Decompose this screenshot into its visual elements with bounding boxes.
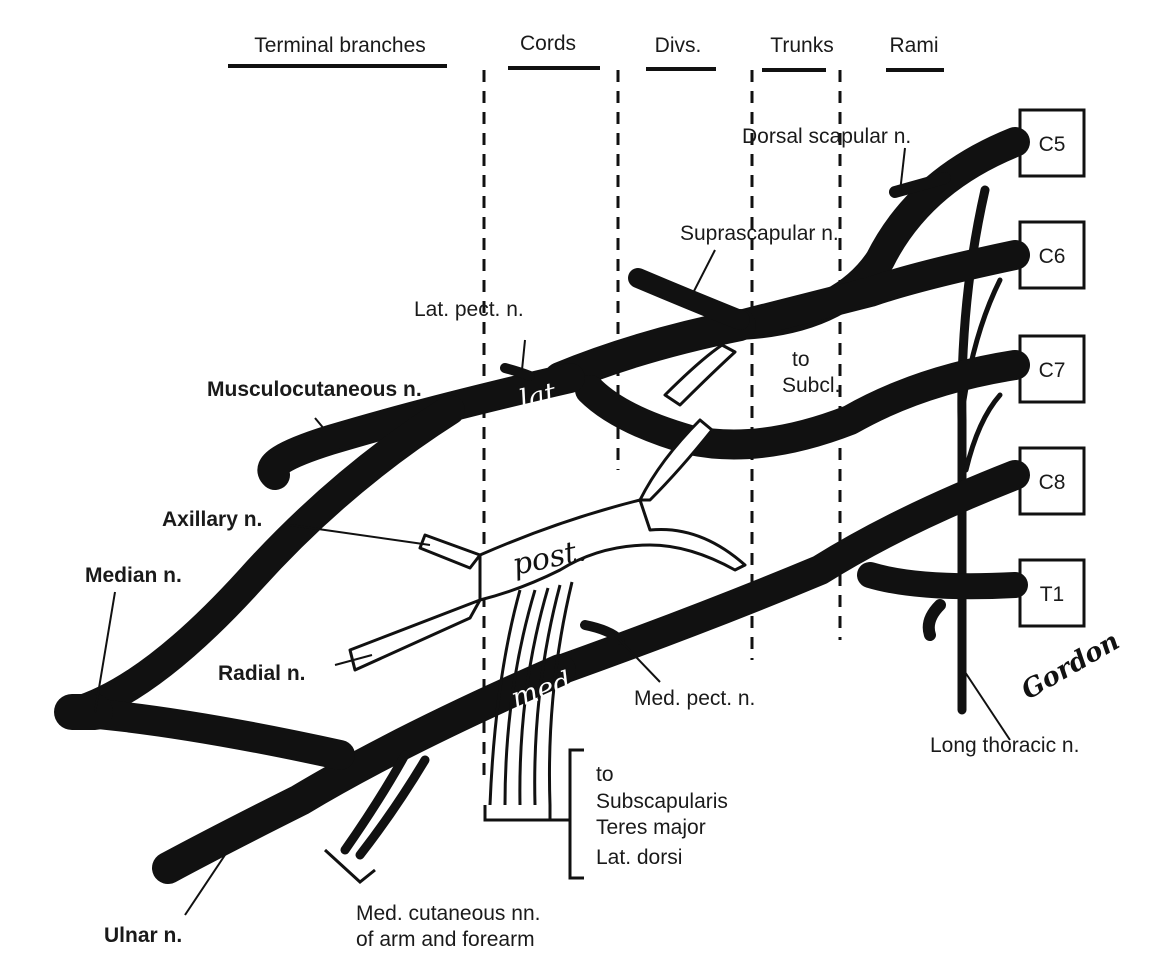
column-separators [482,70,842,780]
label-to-subcl-1: to [792,348,810,371]
label-long-thoracic: Long thoracic n. [930,734,1079,757]
med-cutaneous-branch-1 [340,750,410,855]
med-cutaneous-bracket [323,848,376,884]
root-boxes [1018,108,1086,628]
label-med-cutaneous-2: of arm and forearm [356,928,535,951]
column-headers: Terminal branches Cords Divs. Trunks Ram… [254,32,938,57]
lateral-cord [257,363,585,490]
label-axillary: Axillary n. [162,508,262,531]
label-musculocutaneous: Musculocutaneous n. [207,378,422,401]
subscapular-branches [483,581,574,822]
root-box-c7 [1018,334,1086,404]
label-ulnar: Ulnar n. [104,924,182,947]
header-cords: Cords [520,32,576,55]
header-trunks: Trunks [770,34,833,57]
root-labels: C5 C6 C7 C8 T1 [1039,133,1066,606]
label-med-pect: Med. pect. n. [634,687,755,710]
lat-pect-nerve-path [500,363,535,381]
label-med-cutaneous-1: Med. cutaneous nn. [356,902,540,925]
c8-root [545,460,1030,685]
label-lat-dorsi: Lat. dorsi [596,846,682,869]
medial-cord-ulnar [152,654,576,884]
c7-root [575,350,1030,460]
nerve-labels: Dorsal scapular n. Suprascapular n. Lat.… [85,125,1079,951]
label-subscap-to: to [596,763,614,786]
root-box-c8 [1018,446,1086,516]
artist-signature: Gordon [1017,626,1125,706]
median-lateral-root [60,395,465,727]
med-cutaneous-branch-2 [355,755,430,860]
root-c5: C5 [1039,133,1066,156]
nerve-trunks [54,127,1030,884]
root-t1: T1 [1040,583,1065,606]
median-medial-root [60,697,355,770]
t1-branch [922,599,946,641]
label-lat-pect: Lat. pect. n. [414,298,524,321]
c6-root [725,240,1030,340]
header-underlines [228,64,944,72]
t1-root [857,562,1028,600]
root-box-c5 [1018,108,1086,178]
header-divs: Divs. [655,34,702,57]
label-teres-major: Teres major [596,816,706,839]
label-suprascapular: Suprascapular n. [680,222,839,245]
root-box-t1 [1018,558,1086,628]
leader-lines [94,147,1011,916]
label-to-subcl-2: Subcl. [782,374,840,397]
label-radial: Radial n. [218,662,306,685]
subscapular-bracket [550,748,584,880]
header-rami: Rami [889,34,938,57]
header-terminal-branches: Terminal branches [254,34,426,57]
root-c8: C8 [1039,471,1066,494]
suprascapular-nerve-path [628,268,750,330]
label-dorsal-scapular: Dorsal scapular n. [742,125,911,148]
label-subscapularis: Subscapularis [596,790,728,813]
root-c7: C7 [1039,359,1066,382]
posterior-cord [348,343,747,672]
med-pect-nerve-path [580,620,625,645]
root-c6: C6 [1039,245,1066,268]
label-median: Median n. [85,564,182,587]
